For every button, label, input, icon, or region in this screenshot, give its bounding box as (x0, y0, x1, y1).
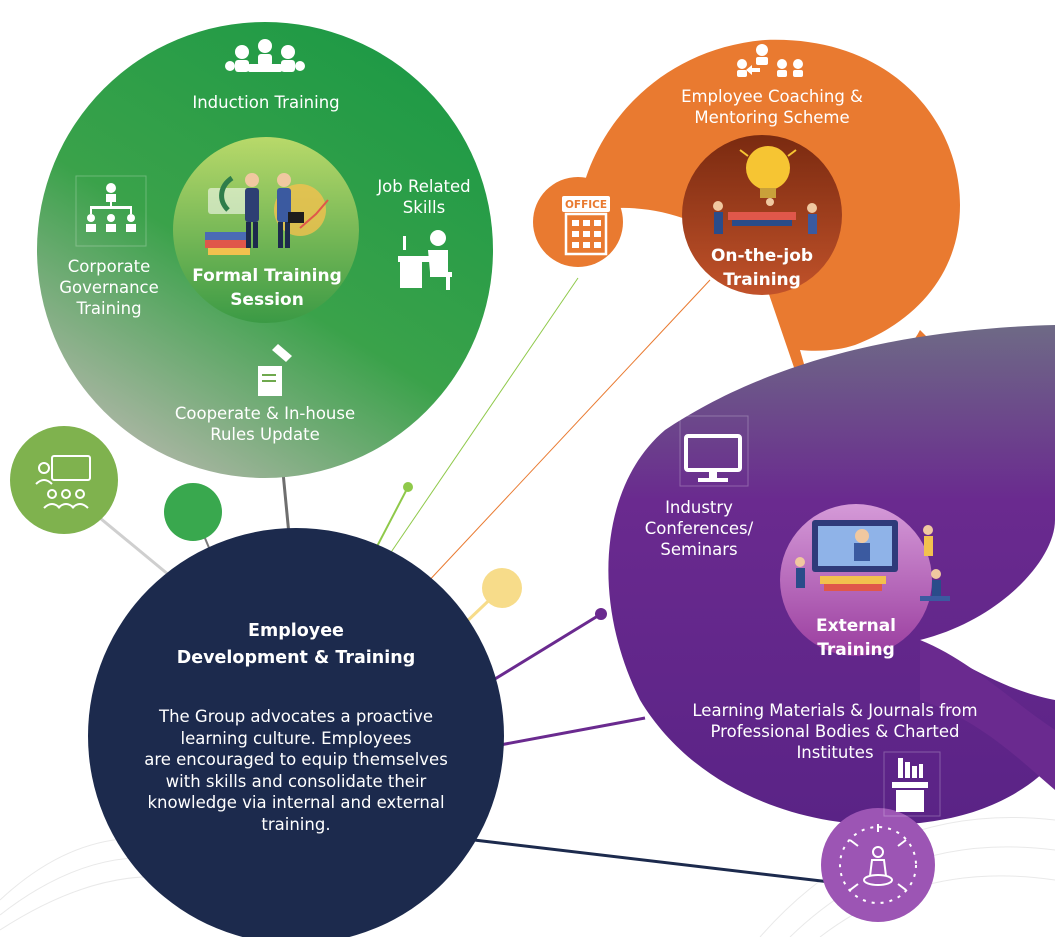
governance-line-3: Training (76, 299, 142, 318)
office-building-icon: OFFICE (562, 196, 610, 256)
central-body-line-1: The Group advocates a proactive (159, 707, 433, 726)
central-title-line-1: Employee (248, 621, 344, 641)
central-title: Employee Development & Training (110, 618, 482, 672)
coaching-icon (737, 44, 803, 77)
rules-line-1: Cooperate & In-house (174, 404, 356, 423)
central-body-line-5: knowledge via internal and external (147, 793, 445, 812)
materials-line-2: Professional Bodies & Charted (710, 722, 960, 741)
job-related-skills-label: Job Related Skills (364, 176, 484, 218)
coaching-line-1: Employee Coaching & (681, 87, 863, 106)
conferences-line-2: Conferences/ (644, 519, 754, 538)
lightbulb-illustration-icon (713, 146, 817, 234)
materials-line-3: Institutes (796, 743, 874, 762)
monitor-icon (679, 415, 749, 487)
central-body-line-3: are encouraged to equip themselves (144, 750, 448, 769)
ojt-title-line-1: On-the-job (710, 246, 814, 266)
induction-training-label: Induction Training (192, 93, 340, 112)
conferences-line-1: Industry (665, 498, 733, 517)
learning-materials-label: Learning Materials & Journals from Profe… (660, 700, 1010, 763)
hierarchy-icon (75, 175, 147, 247)
central-title-line-2: Development & Training (176, 648, 416, 668)
green-dot (164, 483, 222, 541)
handshake-illustration-icon (205, 173, 329, 255)
online-learning-illustration-icon (795, 520, 950, 601)
self-development-icon (839, 824, 917, 904)
central-body-line-2: learning culture. Employees (180, 728, 412, 748)
self-development-circle (821, 808, 935, 922)
coaching-label: Employee Coaching & Mentoring Scheme (662, 86, 882, 128)
connector-office (382, 277, 579, 565)
ojt-title-line-2: Training (723, 270, 801, 290)
governance-line-1: Corporate (67, 257, 151, 276)
formal-title-line-1: Formal Training (192, 266, 342, 286)
job-skills-line-1: Job Related (377, 177, 471, 196)
meeting-icon (225, 39, 305, 72)
materials-line-1: Learning Materials & Journals from (692, 701, 978, 720)
connector-self-dev (473, 838, 831, 884)
formal-training-title: Formal Training Session (176, 264, 358, 312)
ojt-title: On-the-job Training (692, 244, 832, 292)
presentation-icon (35, 455, 91, 509)
purple-dot (595, 608, 607, 620)
external-title-line-1: External (815, 616, 897, 636)
external-title-line-2: Training (817, 640, 895, 660)
external-swirl-tail (920, 640, 1055, 790)
small-green-dot (403, 482, 413, 492)
books-icon (883, 751, 941, 817)
formal-inner-circle (173, 137, 359, 323)
rules-line-2: Rules Update (210, 425, 320, 444)
corporate-governance-label: Corporate Governance Training (46, 256, 172, 319)
desk-worker-icon (398, 230, 452, 290)
central-body-line-4: with skills and consolidate their (165, 771, 427, 791)
connector-purple-dot (489, 612, 602, 684)
formal-title-line-2: Session (230, 290, 304, 310)
conferences-label: Industry Conferences/ Seminars (636, 497, 762, 560)
central-description: The Group advocates a proactive learning… (112, 706, 480, 835)
coaching-line-2: Mentoring Scheme (694, 108, 850, 127)
connector-materials (499, 716, 646, 747)
conferences-line-3: Seminars (660, 540, 738, 559)
central-circle (88, 528, 504, 937)
document-pin-icon (258, 344, 292, 396)
connector-ojt (424, 279, 711, 586)
office-sign-text: OFFICE (565, 199, 607, 211)
external-training-title: External Training (796, 614, 916, 662)
rules-update-label: Cooperate & In-house Rules Update (150, 403, 380, 445)
yellow-dot (482, 568, 522, 608)
governance-line-2: Governance (59, 278, 159, 297)
central-body-line-6: training. (261, 814, 331, 834)
job-skills-line-2: Skills (402, 198, 446, 217)
connector-small-green (371, 486, 409, 557)
